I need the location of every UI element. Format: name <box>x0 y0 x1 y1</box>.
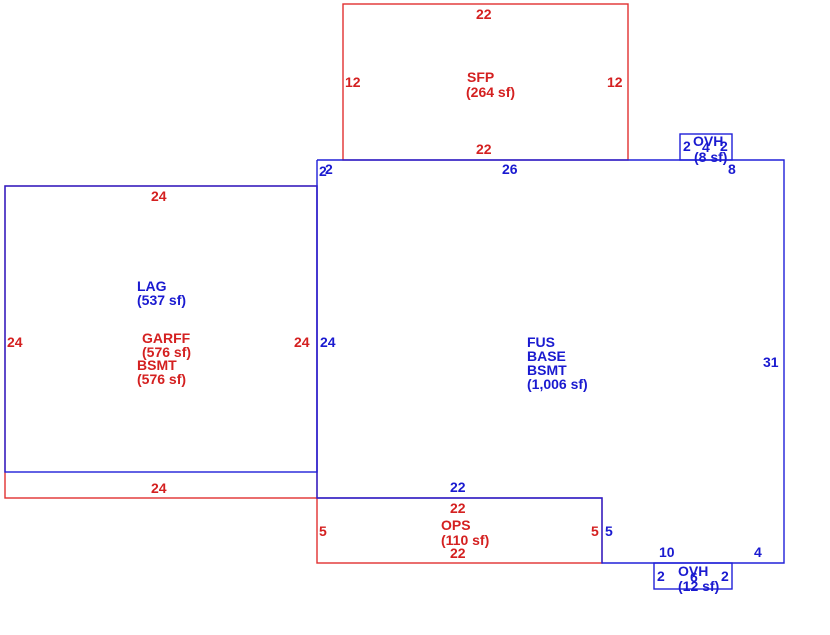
lag-outline <box>4 185 318 473</box>
garff-right-dimension: 24 <box>294 334 310 350</box>
garff-area: (576 sf) <box>142 344 191 360</box>
lag-area: (537 sf) <box>137 292 186 308</box>
garff-code: GARFF <box>142 330 191 346</box>
ops-right-dimension: 5 <box>591 523 599 539</box>
ops-top-dimension: 22 <box>450 500 466 516</box>
sfp-left-dimension: 12 <box>345 74 361 90</box>
sfp-bottom-dimension: 22 <box>476 141 492 157</box>
fus-top-right-dimension: 8 <box>728 161 736 177</box>
ovh-top-mid-dimension: 4 <box>702 139 710 155</box>
ops-left-dimension: 5 <box>319 523 327 539</box>
ovh-bottom-outline <box>653 562 733 590</box>
lag-top-dimension: 24 <box>151 188 167 204</box>
fus-line1: FUS <box>527 334 555 350</box>
ovh-bottom-code: OVH <box>678 563 708 579</box>
ovh-top-left-dimension: 2 <box>683 138 691 154</box>
fus-step-dimension: 5 <box>605 523 613 539</box>
ovh-top-area: (8 sf) <box>694 149 727 165</box>
ovh-bottom-area: (12 sf) <box>678 578 719 594</box>
garff-bottom-dimension: 24 <box>151 480 167 496</box>
fus-area: (1,006 sf) <box>527 376 588 392</box>
bsmt-code: BSMT <box>137 357 177 373</box>
ovh-bottom-right-dimension: 2 <box>721 568 729 584</box>
fus-bottom-right-dimension: 4 <box>754 544 762 560</box>
fus-top-dimension: 26 <box>502 161 518 177</box>
fus-line3: BSMT <box>527 362 567 378</box>
bsmt-area: (576 sf) <box>137 371 186 387</box>
fus-line2: BASE <box>527 348 566 364</box>
sfp-right-dimension: 12 <box>607 74 623 90</box>
ovh-bottom-mid-dimension: 6 <box>690 569 698 585</box>
garff-left-dimension: 24 <box>7 334 23 350</box>
ovh-top-outline <box>679 133 733 161</box>
ops-bottom-dimension: 22 <box>450 545 466 561</box>
ops-code: OPS <box>441 517 471 533</box>
fus-bottom-left-dimension: 22 <box>450 479 466 495</box>
fus-right-dimension: 31 <box>763 354 779 370</box>
fus-bottom-dimension: 10 <box>659 544 675 560</box>
sfp-code: SFP <box>467 69 494 85</box>
ovh-top-code: OVH <box>693 133 723 149</box>
fus-left-small-dimension-a: 2 <box>319 163 327 179</box>
ops-area: (110 sf) <box>441 532 489 548</box>
lag-code: LAG <box>137 278 167 294</box>
sfp-top-dimension: 22 <box>476 6 492 22</box>
ovh-bottom-left-dimension: 2 <box>657 568 665 584</box>
ovh-top-right-dimension: 2 <box>720 138 728 154</box>
sfp-area: (264 sf) <box>466 84 515 100</box>
fus-left-dimension: 24 <box>320 334 336 350</box>
fus-left-small-dimension-b: 2 <box>325 161 333 177</box>
fus-outline <box>316 159 785 564</box>
